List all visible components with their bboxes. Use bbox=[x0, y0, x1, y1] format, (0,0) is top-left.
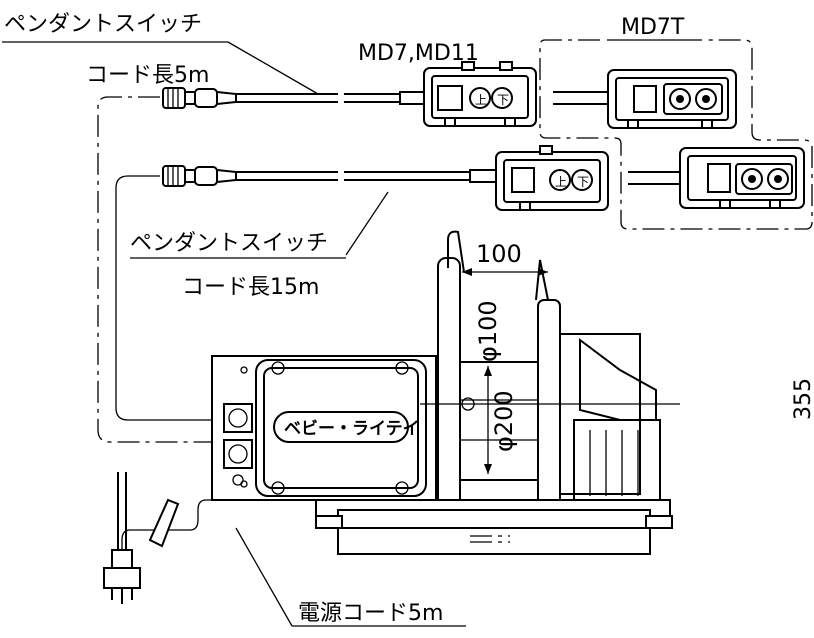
leader-power bbox=[235, 527, 293, 627]
label-pendant-switch-mid: ペンダントスイッチ bbox=[130, 231, 328, 256]
pendant-md7t-lower bbox=[628, 147, 805, 209]
md7t-enclosure bbox=[539, 39, 813, 230]
dim-phi100: φ100 bbox=[474, 300, 502, 362]
label-pendant-switch-top: ペンダントスイッチ bbox=[4, 12, 202, 37]
leader-mid-diag bbox=[345, 191, 389, 256]
base-frame bbox=[315, 499, 673, 555]
dim-100: 100 bbox=[476, 240, 522, 268]
pendant-md7t-upper bbox=[553, 69, 737, 129]
label-power-cord: 電源コード5m bbox=[298, 601, 443, 626]
label-model-md7t: MD7T bbox=[621, 15, 685, 40]
label-cord-5m: コード長5m bbox=[86, 63, 209, 88]
dim-side: 355 bbox=[791, 378, 814, 420]
brand-logo: ベビー・ライテイ bbox=[284, 419, 420, 439]
connector-2 bbox=[162, 165, 237, 187]
connector-1 bbox=[162, 87, 237, 109]
pendant-md7-md11: 上 下 bbox=[423, 61, 537, 127]
label-cord-15m: コード長15m bbox=[182, 275, 319, 300]
svg-text:上: 上 bbox=[555, 175, 567, 189]
leader-top-diag bbox=[227, 41, 319, 95]
winch-drum bbox=[420, 230, 680, 519]
power-plug bbox=[103, 472, 180, 604]
pendant-md7-lower: 上 下 bbox=[495, 145, 609, 211]
cord-5m-dashed-route bbox=[97, 96, 222, 443]
svg-text:下: 下 bbox=[577, 175, 589, 189]
label-model-md7-md11: MD7,MD11 bbox=[358, 41, 479, 66]
svg-text:上: 上 bbox=[475, 93, 487, 107]
control-box: ベビー・ライテイ bbox=[211, 355, 437, 501]
cord-15m-route bbox=[115, 175, 222, 421]
power-cord-route bbox=[121, 499, 222, 552]
svg-text:下: 下 bbox=[497, 93, 509, 107]
